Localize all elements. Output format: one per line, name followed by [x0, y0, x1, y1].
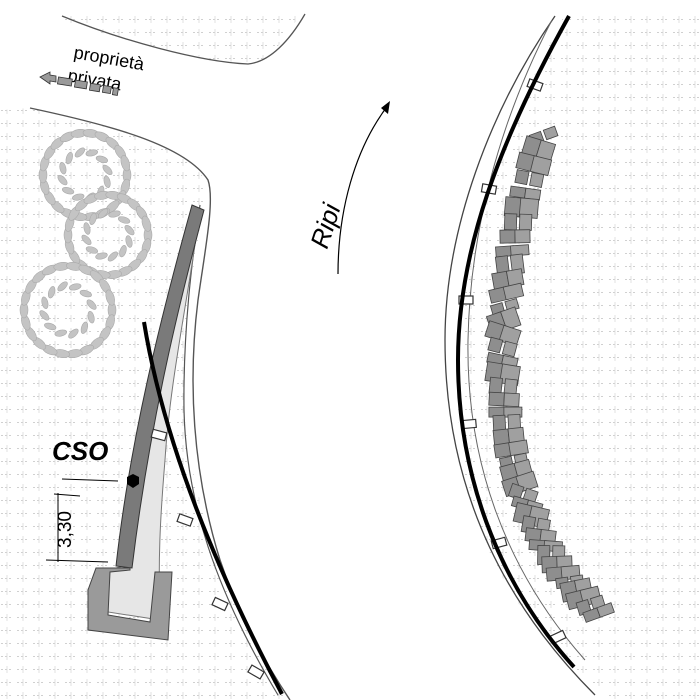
pipe-line-left — [142, 321, 284, 695]
road-direction-arrowhead — [381, 101, 390, 114]
retaining-wall-stones — [484, 125, 615, 623]
right-road-edge-inner — [467, 19, 586, 661]
point-leader — [61, 478, 119, 482]
pipe-line-right — [455, 15, 576, 669]
tree-canopy-icon — [19, 128, 153, 359]
right-road-edge-outer — [444, 15, 596, 696]
dimension-marker: 3,30 — [45, 493, 109, 563]
private-road-edge — [61, 13, 306, 65]
road-name-label: Ripi — [304, 199, 347, 252]
curb-base — [87, 567, 173, 641]
point-code-label: CSO — [52, 436, 108, 466]
road-direction-arrow — [337, 107, 387, 275]
manhole-hexagon-icon — [127, 474, 139, 488]
arrow-icon — [39, 71, 119, 96]
dimension-label: 3,30 — [55, 511, 76, 548]
